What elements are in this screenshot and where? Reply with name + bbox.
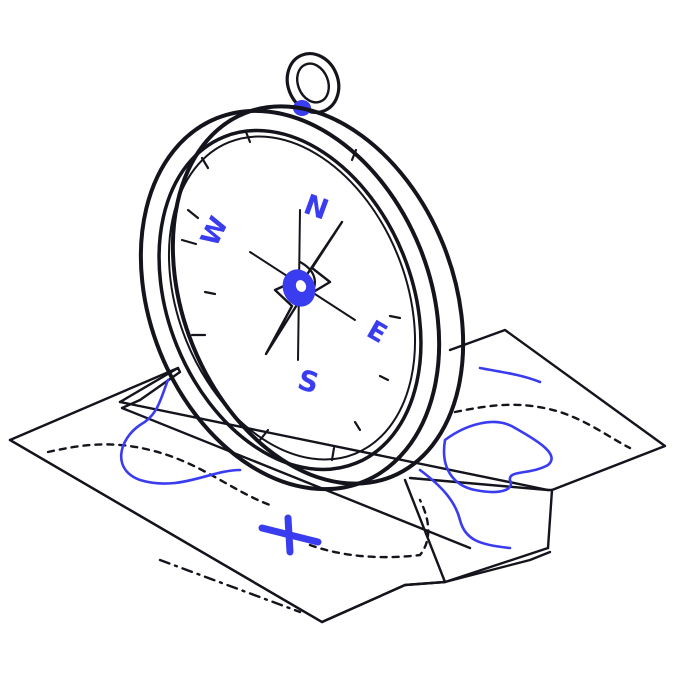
compass-letter-north: N <box>300 188 333 227</box>
compass-ring-icon <box>285 52 341 116</box>
treasure-map-icon <box>8 328 667 624</box>
x-mark-icon <box>258 514 322 556</box>
compass-letter-south: S <box>294 363 322 400</box>
compass-letter-west: W <box>195 212 235 251</box>
compass-letter-east: E <box>362 315 392 350</box>
compass-icon: N E S W <box>138 52 466 492</box>
